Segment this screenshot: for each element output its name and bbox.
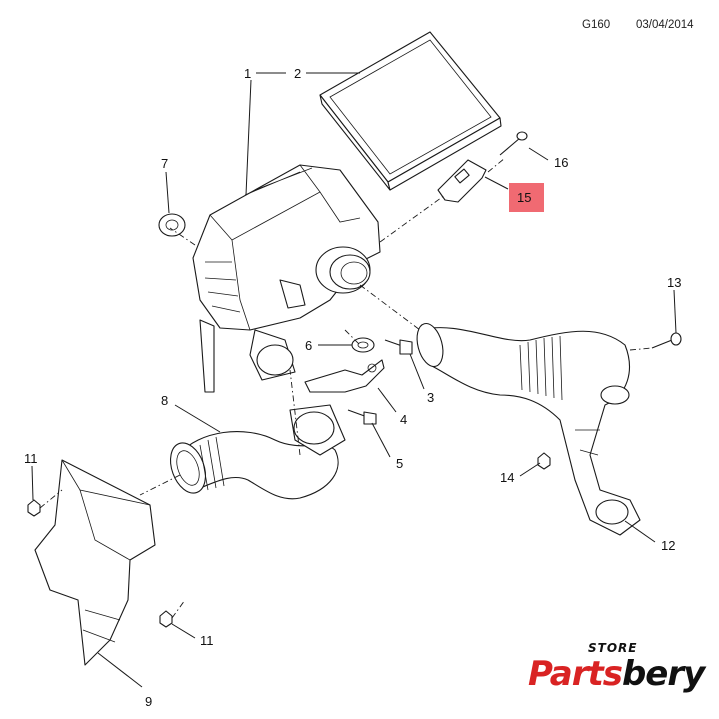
callout-13: 13	[667, 275, 681, 290]
bolt-3[interactable]	[384, 339, 413, 355]
air-cleaner-housing[interactable]	[192, 164, 381, 393]
assembly-axes	[39, 157, 653, 619]
sensor-screw[interactable]	[499, 131, 528, 156]
callout-16: 16	[554, 155, 568, 170]
bolt-13[interactable]	[651, 332, 682, 349]
nut-11-lower[interactable]	[159, 610, 173, 628]
logo-store-text: STORE	[588, 641, 638, 655]
callout-12: 12	[661, 538, 675, 553]
intake-hose[interactable]	[164, 404, 346, 500]
air-filter-element[interactable]	[319, 31, 502, 191]
logo-brand: Partsbery	[528, 654, 705, 694]
mounting-bracket[interactable]	[304, 359, 385, 393]
diagram-date: 03/04/2014	[636, 19, 694, 31]
nut-14[interactable]	[537, 452, 551, 470]
callout-6: 6	[305, 338, 312, 353]
callout-5: 5	[396, 456, 403, 471]
diagram-code: G160	[582, 19, 611, 31]
callout-14: 14	[500, 470, 514, 485]
bolt-5[interactable]	[347, 409, 377, 425]
mass-airflow-sensor[interactable]	[437, 159, 487, 203]
resonator-outlet-hose[interactable]	[413, 321, 641, 536]
callout-8: 8	[161, 393, 168, 408]
callout-4: 4	[400, 412, 407, 427]
grommet[interactable]	[158, 213, 186, 237]
logo-brand-part2: bery	[621, 654, 705, 694]
partsbery-logo: STORE Partsbery	[528, 641, 705, 701]
highlight-box-15	[509, 183, 544, 212]
callout-15: 15	[517, 190, 531, 205]
logo-brand-part1: Parts	[528, 654, 623, 694]
callout-7: 7	[161, 156, 168, 171]
callout-11-upper: 11	[24, 451, 38, 466]
callout-2: 2	[294, 66, 301, 81]
nut-11-upper[interactable]	[27, 499, 41, 517]
callout-3: 3	[427, 390, 434, 405]
air-intake-duct[interactable]	[34, 459, 156, 666]
callout-1: 1	[244, 66, 251, 81]
callout-11-lower: 11	[200, 633, 214, 648]
leader-lines	[31, 72, 677, 688]
callout-9: 9	[145, 694, 152, 709]
